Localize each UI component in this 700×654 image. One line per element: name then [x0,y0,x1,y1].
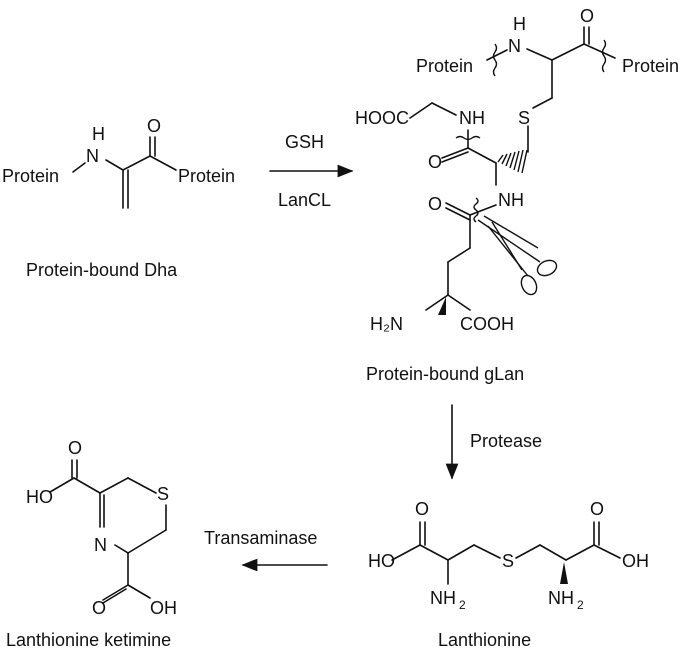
step1-reagent-gsh: GSH [285,132,324,152]
ket-oh: OH [150,598,177,618]
glan-o-middle: O [428,152,442,172]
dha-n-atom: N [86,146,99,166]
glan-label: Protein-bound gLan [366,364,524,384]
glan-hooc: HOOC [355,108,409,128]
lan-nh2-right-sub: 2 [577,598,584,612]
scissors-icon [477,215,558,296]
step1-enzyme-lancl: LanCL [278,190,331,210]
ket-s-atom: S [157,484,169,504]
ketimine-label: Lanthionine ketimine [6,630,171,650]
lan-nh2-right: NH [548,588,574,608]
step2-enzyme-protease: Protease [470,431,542,451]
ket-o-bottom: O [92,598,106,618]
ket-o-top: O [68,438,82,458]
dha-label: Protein-bound Dha [26,260,178,280]
ket-n-atom: N [94,535,107,555]
glan-s-atom: S [518,108,530,128]
glan-protein-left: Protein [416,56,473,76]
glan-nh-upper: NH [459,108,485,128]
dha-h-atom: H [92,124,105,144]
lan-s-atom: S [502,551,514,571]
glan-nh-lower: NH [498,190,524,210]
step2-arrow: Protease [445,404,542,480]
lan-oh: OH [622,551,649,571]
glan-h2n: H₂N [370,314,403,334]
lanthionine-label: Lanthionine [438,630,531,650]
glan-top-n: N [508,36,521,56]
lan-o-left: O [415,499,429,519]
step3-enzyme-transaminase: Transaminase [204,528,317,548]
glan-cooh: COOH [460,314,514,334]
glan-structure: Protein N H O Protein S HOOC NH O NH [355,6,679,334]
glan-protein-right: Protein [622,56,679,76]
lan-nh2-left-sub: 2 [459,598,466,612]
lan-o-right: O [590,499,604,519]
dha-protein-left: Protein [2,166,59,186]
dha-protein-right: Protein [178,166,235,186]
lan-ho: HO [368,551,395,571]
ket-ho: HO [26,487,53,507]
glan-o-lower: O [428,194,442,214]
glan-top-h: H [513,14,526,34]
lanthionine-structure: HO O NH 2 S NH 2 O OH [368,499,649,612]
lan-nh2-left: NH [430,588,456,608]
step3-arrow: Transaminase [204,528,328,572]
ketimine-structure: O HO S N O OH [26,438,177,618]
dha-o-atom: O [147,116,161,136]
glan-top-o: O [580,6,594,26]
dha-structure: Protein N H O Protein [2,116,235,209]
step1-arrow: GSH LanCL [269,132,354,210]
